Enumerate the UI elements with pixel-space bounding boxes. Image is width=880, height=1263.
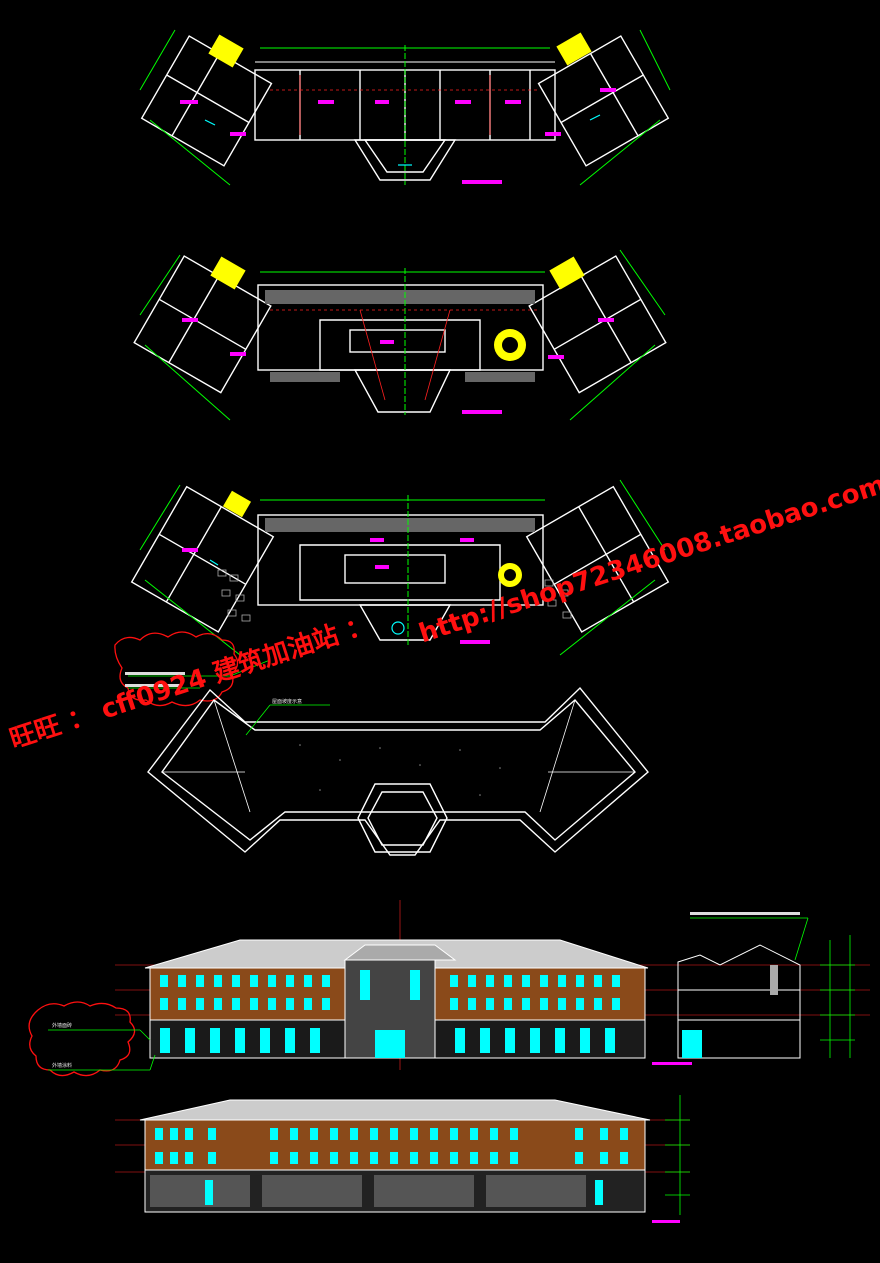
floor-plan-3 bbox=[130, 485, 670, 641]
revision-cloud-1 bbox=[114, 631, 239, 707]
rear-elevation bbox=[115, 1095, 690, 1223]
floor-plan-1 bbox=[140, 35, 670, 181]
front-elevation bbox=[115, 900, 870, 1070]
elevation-note-1: 外墙面砖 bbox=[52, 1022, 72, 1029]
roof-note-label: 屋面坡度示意 bbox=[272, 698, 302, 705]
revision-cloud-2 bbox=[28, 1001, 136, 1077]
roof-plan bbox=[147, 686, 649, 856]
elevation-note-2: 外墙涂料 bbox=[52, 1062, 72, 1069]
